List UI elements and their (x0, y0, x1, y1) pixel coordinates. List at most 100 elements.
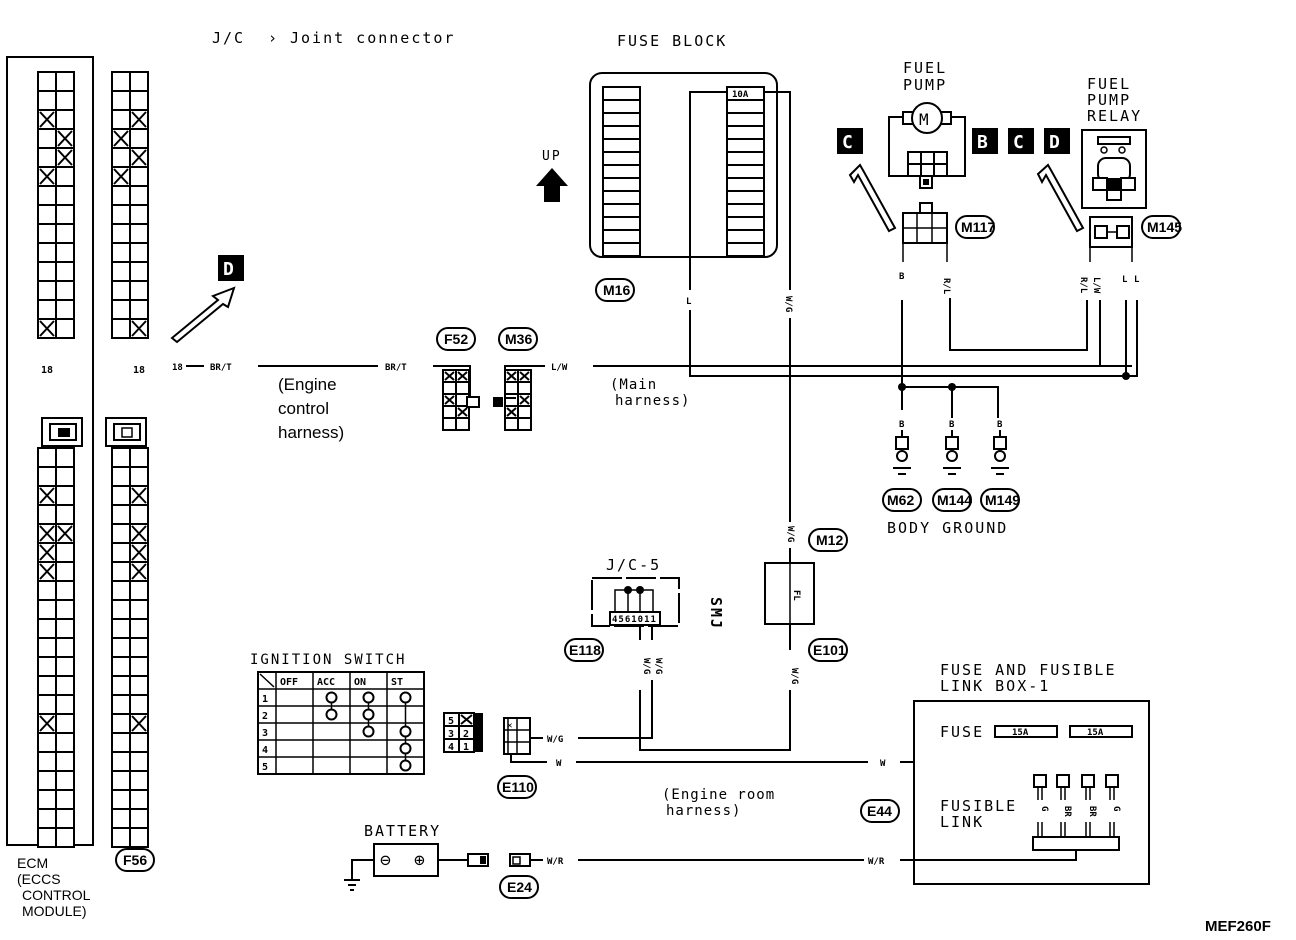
fuse-box-title-1: FUSE AND FUSIBLE (940, 661, 1117, 679)
ecm-pin-cell (129, 466, 149, 487)
ecm-pin-cell (111, 694, 131, 715)
ecm-pin-cell (111, 71, 131, 92)
fuse-label: FUSE (940, 723, 984, 741)
ecm-pin-cell (111, 299, 131, 320)
svg-text:15A: 15A (1012, 728, 1029, 738)
fuse-slot (726, 203, 765, 218)
ecm-pin-cell (37, 808, 57, 829)
svg-text:B: B (997, 420, 1003, 430)
ignition-contact (399, 759, 412, 772)
ecm-pin-cell (111, 732, 131, 753)
wire-label-brt-1: BR/T (210, 363, 232, 373)
ecm-pin-cell (37, 694, 57, 715)
connector-ref-e24: E24 (499, 875, 539, 899)
connector-pin-cell (504, 393, 519, 407)
ecm-pin-cell (55, 485, 75, 506)
connector-f52-face (442, 369, 470, 431)
svg-text:E118: E118 (569, 642, 601, 658)
ignition-row-1: 1 (262, 694, 268, 705)
jc5-side-tag: SMJ (707, 597, 725, 630)
ecm-pin-cell (129, 599, 149, 620)
connector-ref-e118: E118 (564, 638, 604, 662)
fuse-slot (602, 151, 641, 166)
ecm-pin-cell (111, 318, 131, 339)
svg-text:M145: M145 (1147, 219, 1182, 235)
connector-ref-e44: E44 (860, 799, 900, 823)
wire-label-wg-e110: W/G (547, 735, 563, 745)
ecm-pin-cell (37, 637, 57, 658)
ignition-col-on: ON (354, 677, 366, 688)
ecm-pin-cell (37, 675, 57, 696)
ecm-pin-cell (37, 128, 57, 149)
fuse-15a-1 (994, 725, 1058, 738)
ecm-pin-cell (129, 675, 149, 696)
connector-pin-cell (504, 381, 519, 395)
ecm-pin-cell (55, 542, 75, 563)
ground-terminal-icon (896, 450, 908, 462)
ecm-pin-cell (55, 166, 75, 187)
fuse-slot (602, 164, 641, 179)
fuse-slot (726, 138, 765, 153)
arrow-icon (1036, 163, 1085, 233)
fuse-slot (602, 138, 641, 153)
wire-label-pin18: 18 (172, 363, 183, 373)
ecm-pin-cell (37, 580, 57, 601)
fuse-slot (602, 190, 641, 205)
wire-label-lw: L/W (551, 363, 568, 373)
svg-text:M62: M62 (887, 492, 914, 508)
ecm-module: 18 18 ECM (ECCS CONTROL MODULE) (6, 56, 149, 919)
ecm-pin-cell (111, 618, 131, 639)
ecm-pin-cell (111, 523, 131, 544)
ecm-pin-18-left: 18 (41, 365, 53, 376)
connector-ref-m117: M117 (955, 215, 995, 239)
ignition-col-st: ST (391, 677, 403, 688)
ecm-pin-cell (37, 242, 57, 263)
ecm-pin-cell (111, 789, 131, 810)
fusible-link (1081, 774, 1095, 788)
ecm-pin-cell (37, 90, 57, 111)
connector-ref-e101: E101 (808, 638, 848, 662)
fusible-link (1105, 774, 1119, 788)
fuse-slot (726, 229, 765, 244)
legend-meaning: Joint connector (290, 29, 455, 47)
svg-text:D: D (1049, 132, 1060, 153)
ecm-pin-cell (129, 751, 149, 772)
ecm-pin-cell (37, 185, 57, 206)
svg-text:M36: M36 (505, 331, 532, 347)
ecm-pin-cell (129, 128, 149, 149)
ecm-pin-cell (55, 504, 75, 525)
wire-label-wg-e101: W/G (789, 668, 799, 684)
ecm-title-1: ECM (17, 855, 48, 871)
fusible-link-color: G (1039, 806, 1049, 811)
ref-marker-d-left: D (170, 255, 244, 344)
wire-rl (949, 298, 1088, 351)
connector-pin-cell (504, 417, 519, 431)
ground-terminal-icon (946, 450, 958, 462)
connector-ref-m16: M16 (595, 278, 635, 302)
fuse-rating: 10A (732, 90, 749, 100)
fuse-slot (602, 99, 641, 114)
ecm-pin-cell (55, 109, 75, 130)
ecm-pin-18-right: 18 (133, 365, 145, 376)
ecm-pin-cell (55, 770, 75, 791)
ecm-pin-cell (37, 466, 57, 487)
ecm-pin-cell (55, 280, 75, 301)
ecm-pin-cell (55, 656, 75, 677)
connector-ref-m12: M12 (808, 528, 848, 552)
ecm-connector-grid-right (111, 71, 149, 848)
fuse-slot (726, 216, 765, 231)
svg-text:B: B (949, 420, 955, 430)
relay-title-3: RELAY (1087, 107, 1142, 125)
fuse-block-title: FUSE BLOCK (617, 32, 727, 50)
wire-label-wg-top: W/G (783, 296, 793, 312)
ecm-pin-cell (129, 770, 149, 791)
fuse-box-title-2: LINK BOX-1 (940, 677, 1050, 695)
ecm-pin-cell (111, 466, 131, 487)
fuse-slot (602, 86, 641, 101)
connector-pin-cell (442, 405, 457, 419)
fuse-slot (726, 151, 765, 166)
ecm-pin-cell (55, 204, 75, 225)
legend-separator: › (268, 29, 279, 47)
